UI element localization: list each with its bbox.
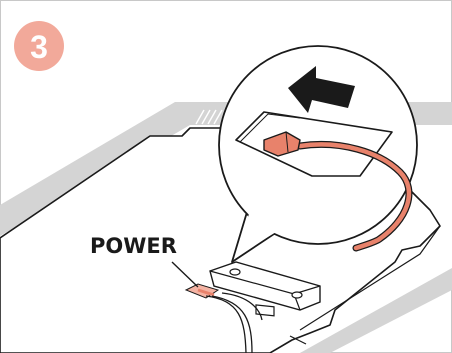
step-number: 3 (30, 29, 48, 65)
power-label: POWER (90, 234, 177, 258)
